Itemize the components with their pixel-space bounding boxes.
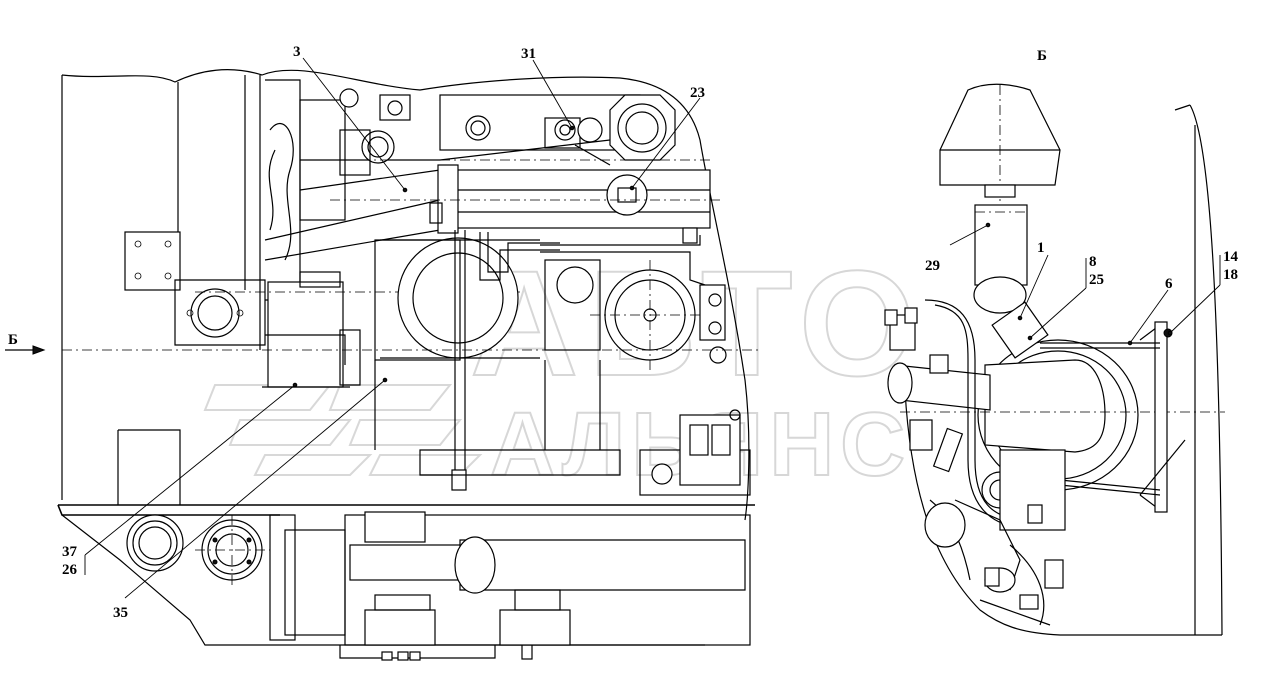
main-view (57, 69, 760, 661)
callout-6: 6 (1165, 276, 1173, 292)
callout-18: 18 (1223, 267, 1238, 283)
leader-lines (84, 57, 1221, 599)
view-direction-arrow: Б (5, 332, 46, 355)
callout-3: 3 (293, 44, 301, 60)
watermark-logo: АВТО АЛЬЯНС (203, 238, 926, 496)
arrow-label: Б (8, 332, 18, 348)
callout-29: 29 (925, 258, 940, 274)
detail-view-b: Б (884, 48, 1225, 636)
callout-25: 25 (1089, 272, 1104, 288)
callout-37: 37 (62, 544, 78, 560)
callout-1: 1 (1037, 240, 1045, 256)
callout-23: 23 (690, 85, 705, 101)
callout-35: 35 (113, 605, 128, 621)
callout-14: 14 (1223, 249, 1239, 265)
view-label: Б (1037, 48, 1047, 64)
watermark-line1: АВТО (470, 239, 926, 407)
callout-31: 31 (521, 46, 536, 62)
callout-8: 8 (1089, 254, 1097, 270)
callout-26: 26 (62, 562, 78, 578)
callout-labels: 3 31 23 29 1 8 25 6 14 18 37 26 35 (62, 44, 1239, 621)
